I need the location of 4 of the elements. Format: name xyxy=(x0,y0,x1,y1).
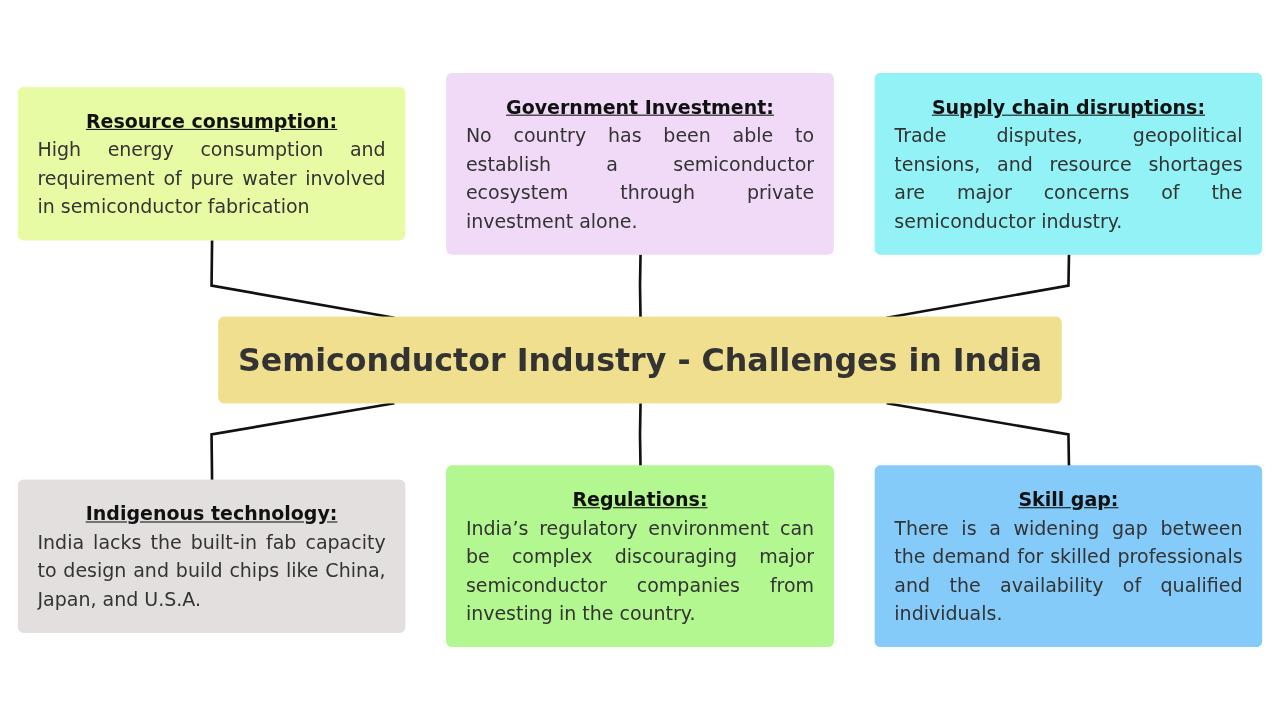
connector xyxy=(638,403,642,467)
connector xyxy=(638,254,642,318)
connector xyxy=(886,401,1071,467)
connector xyxy=(210,401,395,481)
